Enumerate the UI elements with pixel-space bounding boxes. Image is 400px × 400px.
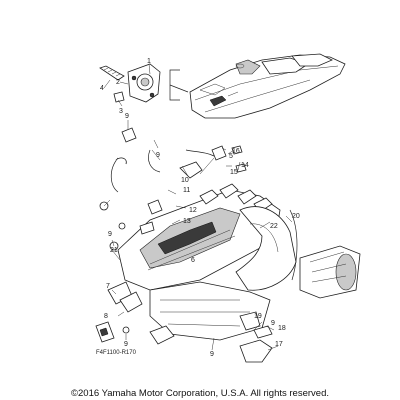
callout-13: 13 bbox=[183, 218, 191, 225]
callout-9a: 9 bbox=[125, 113, 129, 120]
callout-15: 15 bbox=[230, 169, 238, 176]
callout-1: 1 bbox=[147, 58, 151, 65]
callout-4: 4 bbox=[100, 85, 104, 92]
callout-7: 7 bbox=[106, 283, 110, 290]
callout-19: 19 bbox=[254, 313, 262, 320]
watercraft-illustration bbox=[189, 53, 346, 119]
callout-6: 6 bbox=[191, 257, 195, 264]
callout-9e: 9 bbox=[210, 351, 214, 358]
callout-10: 10 bbox=[181, 177, 189, 184]
callout-9b: 9 bbox=[156, 152, 160, 159]
leader-lines bbox=[103, 63, 293, 351]
callout-5: 5 bbox=[229, 153, 233, 160]
callout-17: 17 bbox=[275, 341, 283, 348]
callout-2: 2 bbox=[116, 79, 120, 86]
callout-numbers: 1 2 3 4 5 6 7 8 9 9 9 9 9 9 10 11 12 13 … bbox=[100, 58, 300, 358]
callout-14: 14 bbox=[241, 162, 249, 169]
callout-21: 21 bbox=[110, 247, 118, 254]
callout-9c: 9 bbox=[108, 231, 112, 238]
callout-22: 22 bbox=[270, 223, 278, 230]
callout-9f: 9 bbox=[271, 320, 275, 327]
callout-18: 18 bbox=[278, 325, 286, 332]
detail-throttle-sensor bbox=[99, 63, 161, 103]
copyright-notice: ©2016 Yamaha Motor Corporation, U.S.A. A… bbox=[71, 388, 329, 399]
engine-assembly bbox=[107, 145, 361, 345]
figure-reference: F4F1100-R170 bbox=[96, 350, 137, 356]
callout-11: 11 bbox=[183, 187, 190, 194]
callout-16: 16 bbox=[232, 148, 240, 155]
callout-8: 8 bbox=[104, 313, 108, 320]
callout-9d: 9 bbox=[124, 341, 128, 348]
callout-12: 12 bbox=[189, 207, 197, 214]
callout-3: 3 bbox=[119, 108, 123, 115]
loose-parts bbox=[95, 127, 273, 363]
callout-20: 20 bbox=[292, 213, 300, 220]
